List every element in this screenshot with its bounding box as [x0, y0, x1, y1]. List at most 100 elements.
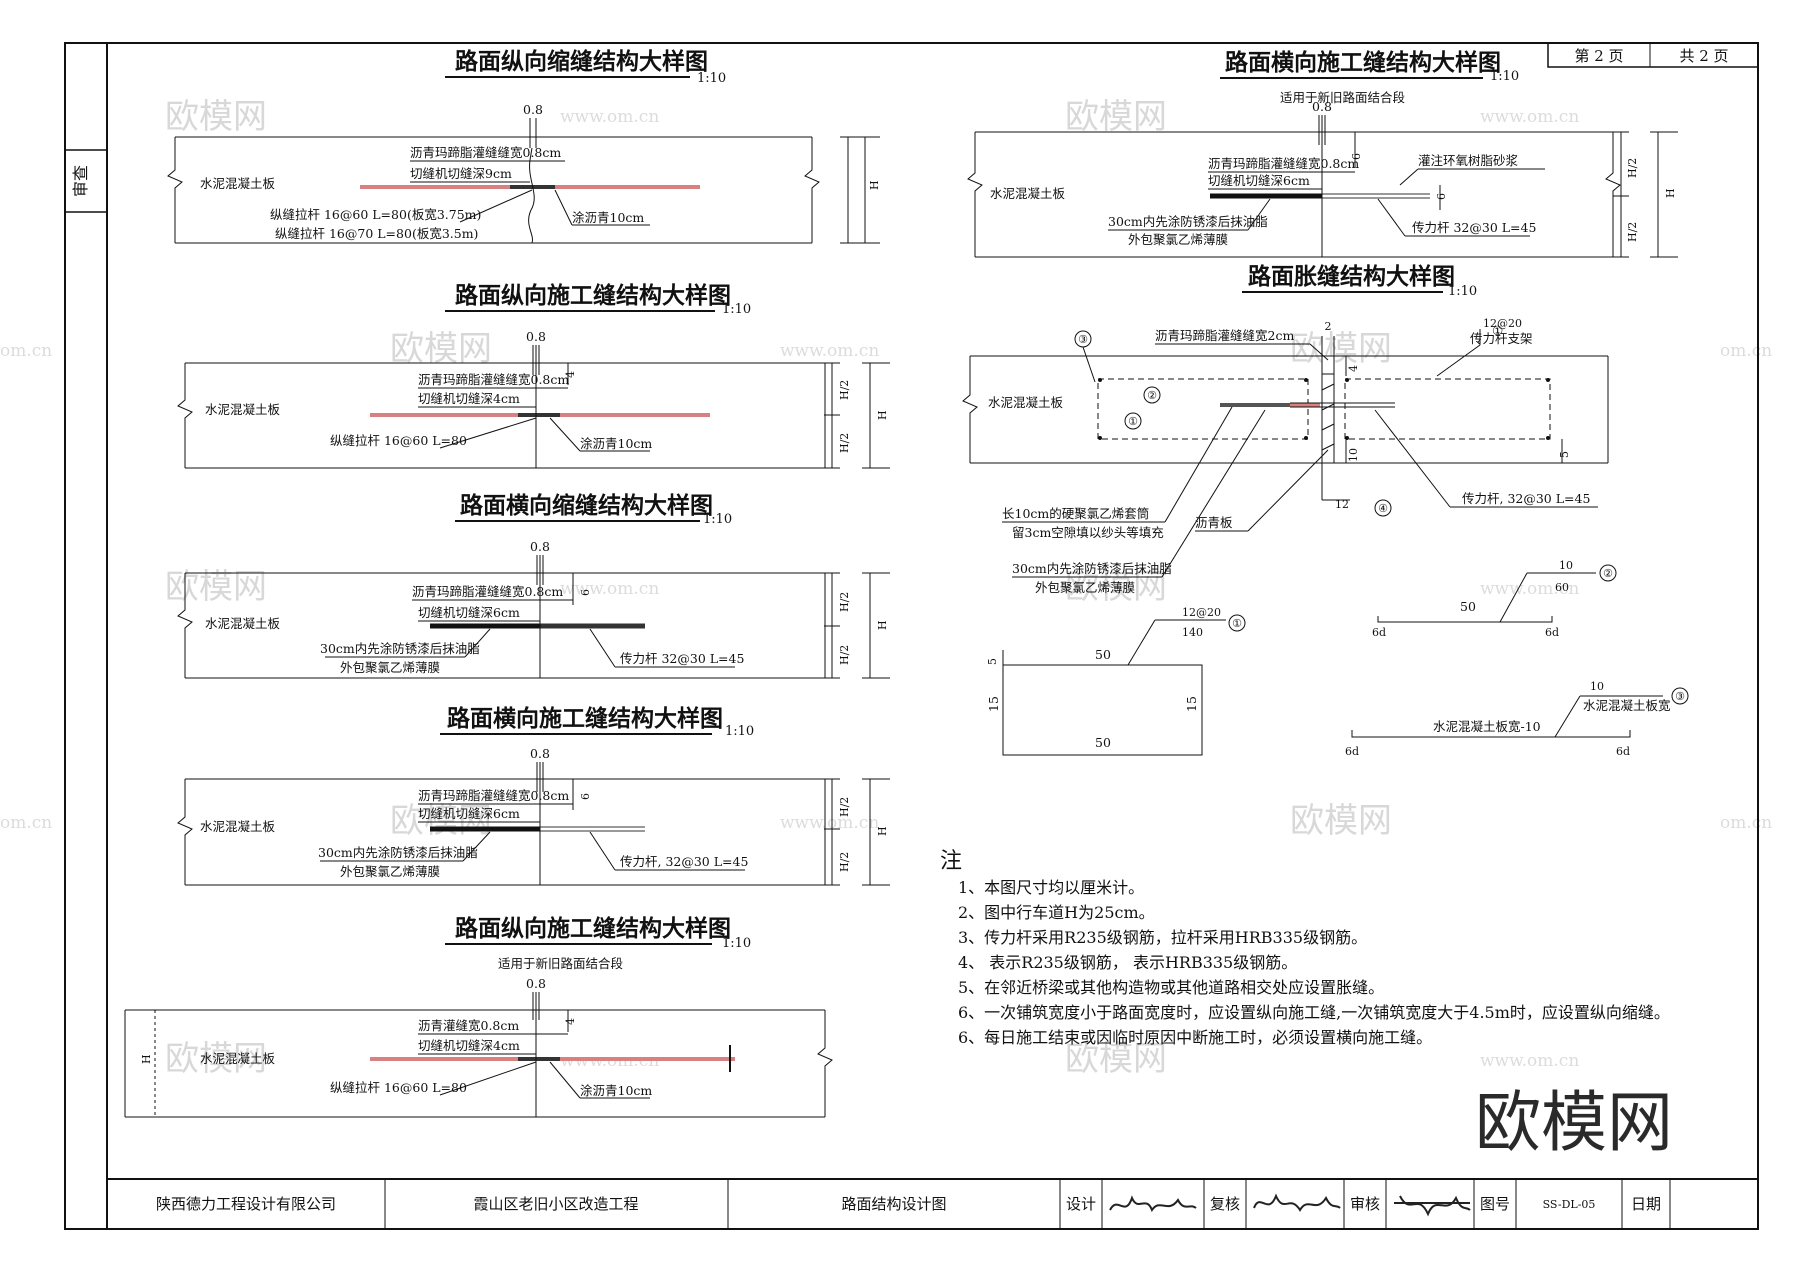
note-item: 2、图中行车道H为25cm。 [958, 903, 1155, 922]
rebar3-mark: ③ [1675, 690, 1685, 703]
notes-block: 注 1、本图尺寸均以厘米计。 2、图中行车道H为25cm。 3、传力杆采用R23… [940, 849, 1670, 1047]
dim-h2: H/2 [1626, 222, 1639, 242]
tie-bar-label: 纵缝拉杆 16@70 L=80(板宽3.5m) [275, 226, 478, 241]
detail-title: 路面横向施工缝结构大样图 [447, 705, 723, 732]
tie-bar-label: 纵缝拉杆 16@60 L=80 [330, 1080, 467, 1095]
rebar3-len: 水泥混凝土板宽-10 [1433, 719, 1541, 734]
rebar1-5: 5 [986, 658, 999, 665]
watermark: 欧模网 [165, 97, 267, 137]
signature-design [1109, 1195, 1197, 1213]
detail-title: 路面横向施工缝结构大样图 [1225, 49, 1501, 76]
dim-5: 5 [1558, 451, 1571, 458]
coat-label: 30cm内先涂防锈漆后抹油脂 [1108, 214, 1268, 229]
dim-4: 4 [564, 1018, 577, 1025]
tie-bar-label: 纵缝拉杆 16@60 L=80(板宽3.75m) [270, 207, 481, 222]
scale-label: 1:10 [722, 936, 751, 951]
rebar3-6d: 6d [1616, 745, 1630, 758]
watermark-url: om.cn [1720, 341, 1772, 361]
cut-label: 切缝机切缝深6cm [418, 806, 520, 821]
dim-6: 6 [579, 589, 592, 596]
slab-label: 水泥混凝土板 [988, 395, 1064, 410]
coat-label: 30cm内先涂防锈漆后抹油脂 [318, 845, 478, 860]
dim-6: 6 [1435, 193, 1448, 200]
audit-label: 审核 [1350, 1195, 1380, 1213]
watermark-url: www.om.cn [780, 813, 879, 833]
coat-label: 30cm内先涂防锈漆后抹油脂 [1012, 561, 1172, 576]
detail-title: 路面胀缝结构大样图 [1248, 263, 1455, 290]
rebar1-50a: 50 [1095, 647, 1111, 662]
date-label: 日期 [1631, 1195, 1661, 1213]
fill-label: 沥青玛蹄脂灌缝缝宽0.8cm [418, 788, 569, 803]
tie-bar-label: 纵缝拉杆 16@60 L=80 [330, 433, 467, 448]
sleeve-label: 长10cm的硬聚氯乙烯套筒 [1002, 506, 1149, 521]
watermark-url: www.om.cn [560, 579, 659, 599]
watermark: 欧模网 [1065, 97, 1167, 137]
mark-1-circle: ① [1128, 415, 1138, 428]
watermark: 欧模网 [1290, 329, 1392, 369]
rack-spec: 12@20 [1483, 317, 1522, 330]
detail-transverse-construction-joint: 路面横向施工缝结构大样图 1:10 水泥混凝土板 0.8 6 沥青玛蹄脂灌缝缝宽… [177, 705, 890, 886]
mark-4: ④ [1378, 502, 1388, 515]
note-item: 6、每日施工结束或因临时原因中断施工时，必须设置横向施工缝。 [958, 1028, 1432, 1047]
epoxy-label: 灌注环氧树脂砂浆 [1418, 153, 1519, 168]
watermark-url: om.cn [0, 341, 52, 361]
fill-label: 沥青玛蹄脂灌缝缝宽0.8cm [412, 584, 563, 599]
coat-label: 涂沥青10cm [580, 1083, 652, 1098]
dim-6: 6 [579, 793, 592, 800]
rebar2-6d: 6d [1545, 626, 1559, 639]
dim-h2: H/2 [838, 645, 851, 665]
rebar3-spec: 10 [1590, 680, 1604, 693]
cut-label: 切缝机切缝深6cm [418, 605, 520, 620]
watermark-brand-large: 欧模网 [1475, 1084, 1673, 1161]
joint-width: 0.8 [530, 746, 550, 761]
dim-h: H [876, 620, 889, 630]
page-number-box: 第 2 页 共 2 页 [1547, 42, 1759, 68]
dim-h2: H/2 [838, 380, 851, 400]
drawing-no: SS-DL-05 [1543, 1198, 1596, 1211]
mark-1: ① [1492, 323, 1503, 338]
rebar-bending-shapes: 5 50 50 15 15 12@20 140 ① 10 60 ② 50 6d … [986, 559, 1689, 758]
dim-4: 4 [1347, 365, 1360, 372]
rebar2-mark: ② [1603, 567, 1613, 580]
dim-h2: H/2 [1626, 158, 1639, 178]
detail-subtitle: 适用于新旧路面结合段 [498, 956, 623, 971]
fill-label: 沥青玛蹄脂灌缝缝宽0.8cm [1208, 156, 1359, 171]
watermark-url: om.cn [1720, 813, 1772, 833]
dim-h: H [876, 826, 889, 836]
dim-h: H [1664, 188, 1677, 198]
fill-label: 沥青玛蹄脂灌缝缝宽0.8cm [418, 372, 569, 387]
coat-label: 涂沥青10cm [572, 210, 644, 225]
title-block: 陕西德力工程设计有限公司 霞山区老旧小区改造工程 路面结构设计图 设计 复核 审… [107, 1178, 1758, 1229]
slab-label: 水泥混凝土板 [205, 402, 281, 417]
watermark: 欧模网 [1065, 567, 1167, 607]
signature-review [1253, 1193, 1341, 1212]
scale-label: 1:10 [697, 71, 726, 86]
rebar1-spec: 12@20 [1182, 606, 1221, 619]
dim-10: 10 [1347, 448, 1360, 462]
watermark: 欧模网 [390, 329, 492, 369]
sleeve-label: 留3cm空隙填以纱头等填充 [1012, 525, 1164, 540]
detail-title: 路面纵向施工缝结构大样图 [455, 915, 731, 942]
joint-width: 0.8 [526, 329, 546, 344]
fill-label: 沥青玛蹄脂灌缝缝宽2cm [1155, 328, 1294, 343]
detail-title: 路面横向缩缝结构大样图 [460, 492, 713, 519]
rebar3-6d: 6d [1345, 745, 1359, 758]
cut-label: 切缝机切缝深6cm [1208, 173, 1310, 188]
coat-label: 外包聚氯乙烯薄膜 [1035, 580, 1135, 595]
fill-label: 沥青玛蹄脂灌缝缝宽0.8cm [410, 145, 561, 160]
rebar3-label: 水泥混凝土板宽 [1583, 698, 1671, 713]
rebar2-spec: 10 [1559, 559, 1573, 572]
joint-width: 0.8 [526, 976, 546, 991]
note-item: 3、传力杆采用R235级钢筋，拉杆采用HRB335级钢筋。 [958, 928, 1367, 947]
side-stamp-label: 审查 [71, 165, 90, 197]
detail-transverse-contraction-joint: 路面横向缩缝结构大样图 1:10 水泥混凝土板 0.8 6 沥青玛蹄脂灌缝缝宽0… [177, 492, 890, 679]
detail-longitudinal-construction-joint: 路面纵向施工缝结构大样图 1:10 水泥混凝土板 0.8 4 沥青玛蹄脂灌缝缝宽… [177, 282, 890, 469]
review-label: 复核 [1210, 1195, 1240, 1213]
rack-label: 传力杆支架 [1470, 331, 1533, 346]
scale-label: 1:10 [1490, 69, 1519, 84]
dim-h: H [140, 1054, 153, 1064]
coat-label: 外包聚氯乙烯薄膜 [1128, 232, 1228, 247]
board-label: 沥青板 [1195, 515, 1233, 530]
watermark-url: www.om.cn [1480, 1051, 1579, 1071]
